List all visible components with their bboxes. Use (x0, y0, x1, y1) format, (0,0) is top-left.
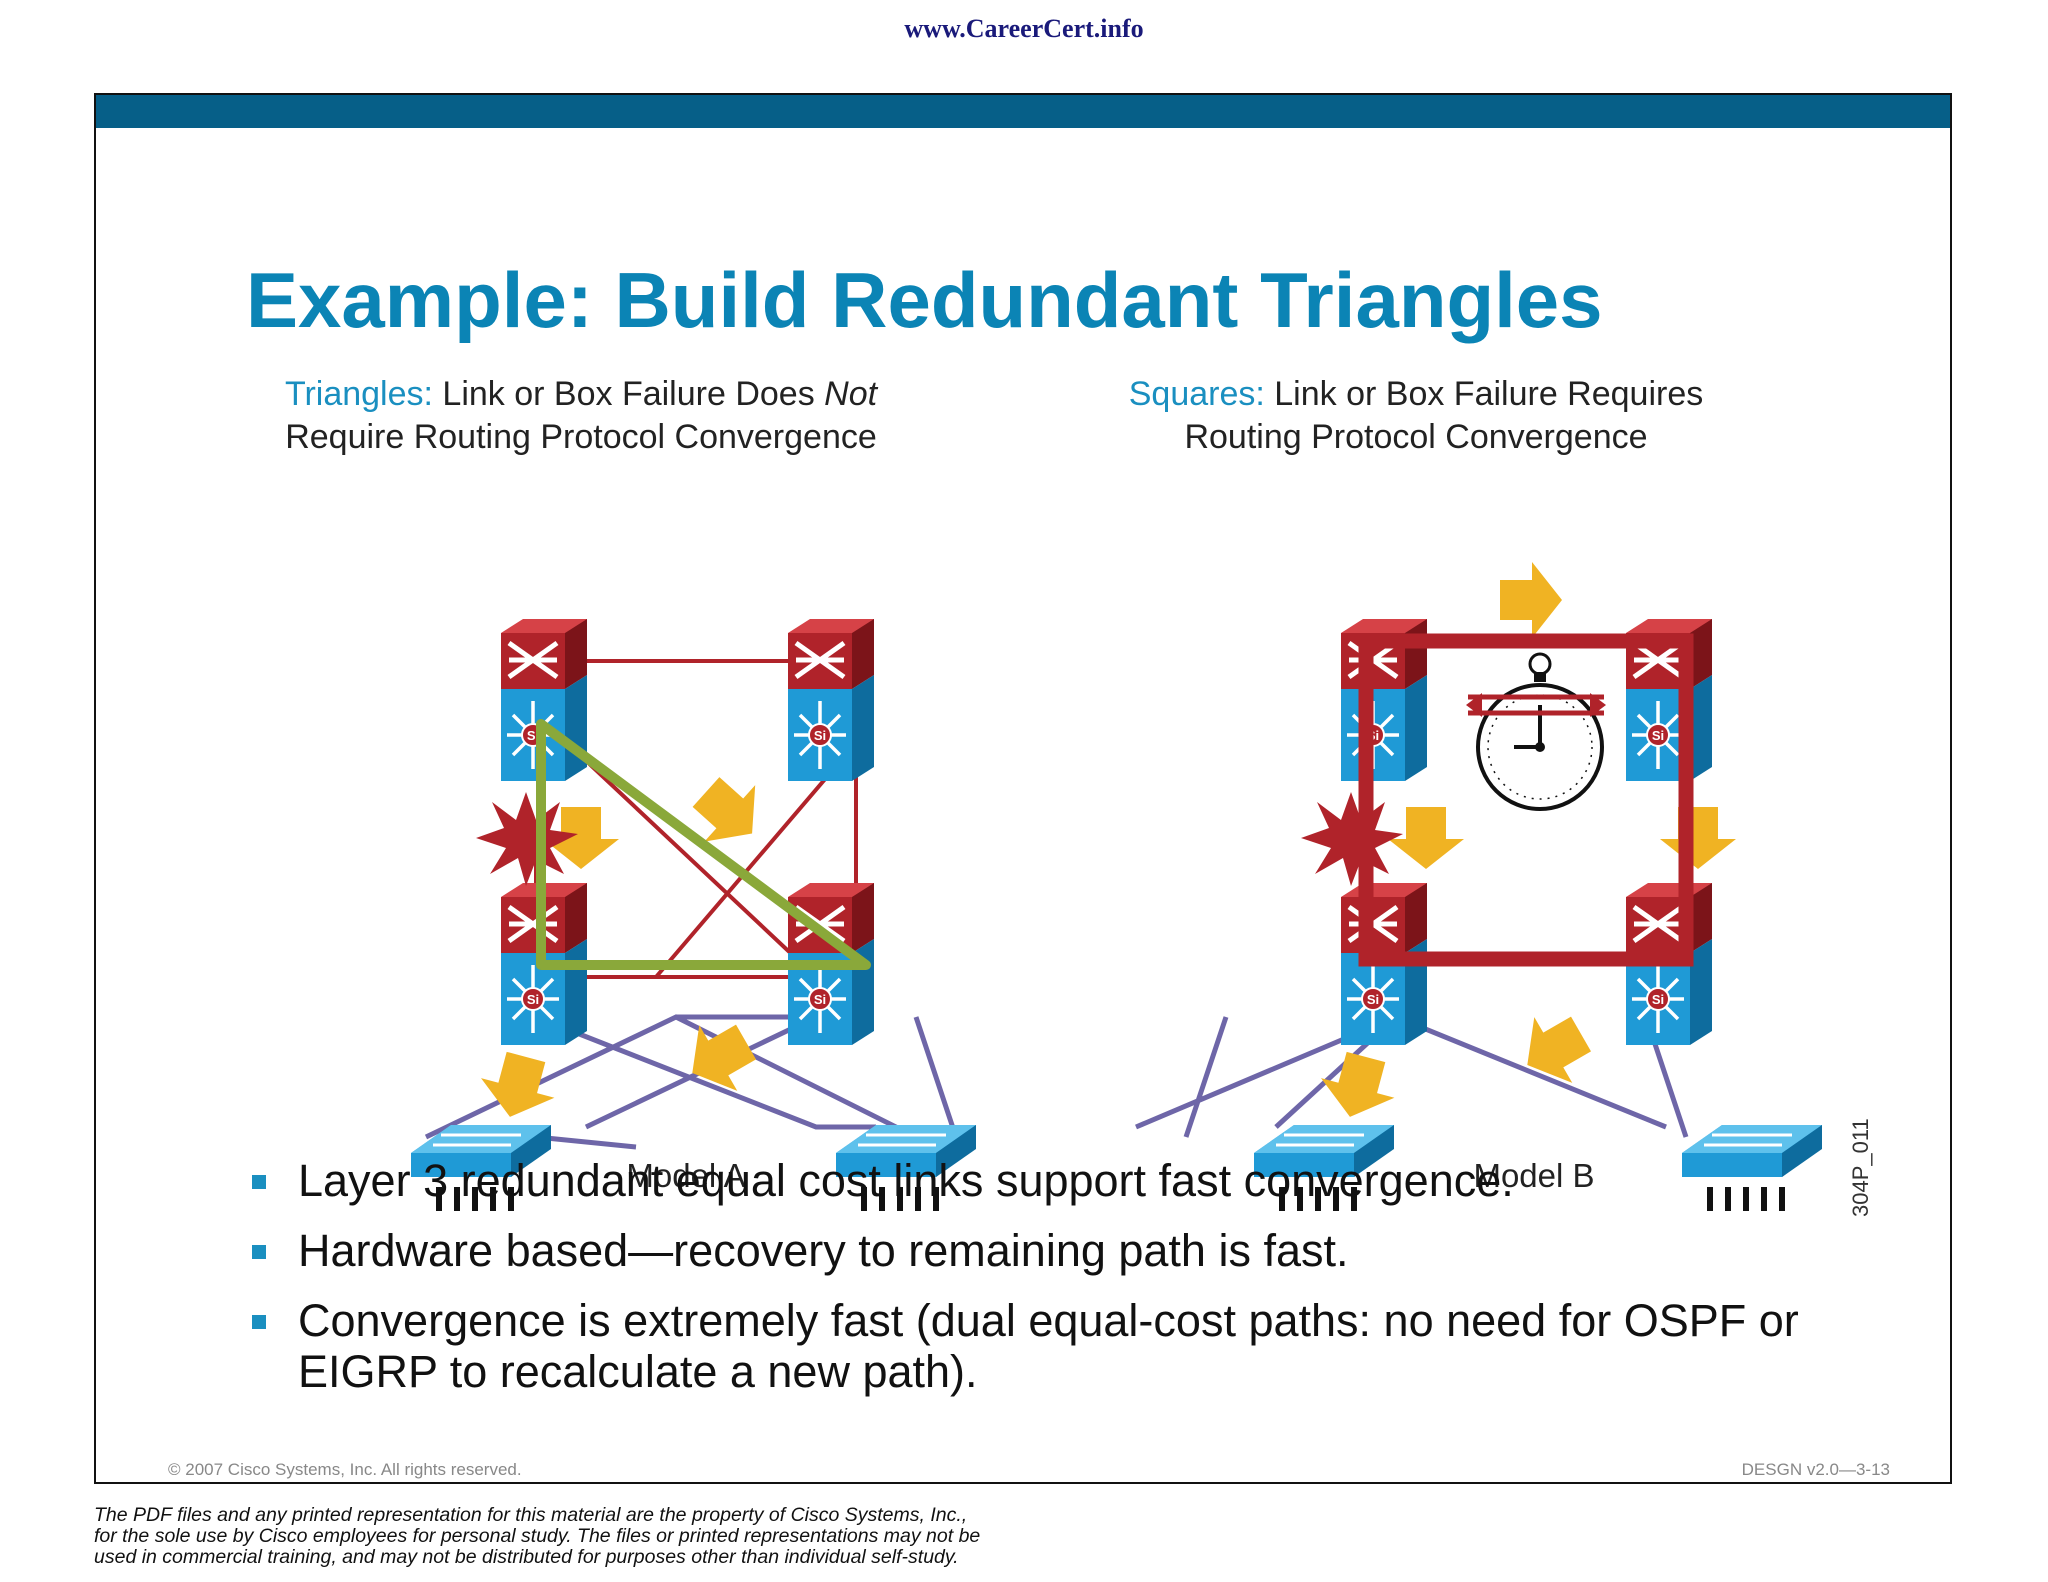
traffic-arrow-icon (1500, 562, 1562, 638)
site-url[interactable]: www.CareerCert.info (904, 14, 1144, 43)
bullet-item: Layer 3 redundant equal cost links suppo… (246, 1155, 1866, 1206)
bullet-list: Layer 3 redundant equal cost links suppo… (246, 1155, 1866, 1416)
traffic-arrow-icon (680, 763, 778, 862)
multilayer-switch-icon (788, 619, 874, 781)
model-b-diagram: Model B 304P_011 (1135, 562, 1873, 1217)
network-diagram: Si (256, 562, 1873, 1217)
model-a-emphasis: Not (824, 375, 878, 413)
model-a-text: Link or Box Failure Does (432, 375, 825, 413)
bullet-item: Hardware based—recovery to remaining pat… (246, 1225, 1866, 1276)
bullet-square-icon (252, 1315, 266, 1329)
traffic-arrow-icon (1313, 1047, 1403, 1127)
redundant-square (1358, 633, 1694, 967)
model-b-caption: Model B (1473, 1157, 1594, 1194)
bullet-square-icon (252, 1245, 266, 1259)
model-b-subtitle: Squares: Link or Box Failure Requires Ro… (1101, 373, 1731, 459)
traffic-arrow-icon (1388, 807, 1464, 869)
bullet-text: Layer 3 redundant equal cost links suppo… (298, 1155, 1514, 1206)
slide: Example: Build Redundant Triangles Trian… (94, 93, 1952, 1484)
stopwatch-icon (1466, 652, 1606, 811)
disclaimer-line: used in commercial training, and may not… (94, 1546, 959, 1568)
bullet-text: Convergence is extremely fast (dual equa… (298, 1295, 1799, 1397)
model-b-subtitle-line-1: Squares: Link or Box Failure Requires (1101, 373, 1731, 416)
model-a-caption: Model A (626, 1157, 745, 1194)
redundant-triangle (536, 719, 871, 970)
model-b-text: Link or Box Failure Requires (1264, 375, 1704, 413)
model-a-lead: Triangles: (284, 375, 433, 413)
course-code: DESGN v2.0—3-13 (1741, 1460, 1890, 1479)
model-a-subtitle-line-2: Require Routing Protocol Convergence (285, 418, 877, 456)
model-b-lead: Squares: (1128, 375, 1265, 413)
figure-id: 304P_011 (1848, 1118, 1873, 1217)
bullet-square-icon (252, 1175, 266, 1189)
bullet-text: Hardware based—recovery to remaining pat… (298, 1225, 1349, 1276)
model-a-subtitle: Triangles: Link or Box Failure Does Not … (266, 373, 896, 459)
slide-title: Example: Build Redundant Triangles (246, 256, 1603, 344)
slide-header-bar (96, 95, 1950, 128)
traffic-arrow-icon (473, 1047, 563, 1127)
model-b-subtitle-line-2: Routing Protocol Convergence (1184, 418, 1648, 456)
model-a-diagram: Model A (411, 619, 976, 1211)
disclaimer-line: The PDF files and any printed representa… (94, 1504, 968, 1526)
bullet-item: Convergence is extremely fast (dual equa… (246, 1295, 1866, 1397)
failure-burst-icon (1301, 792, 1403, 886)
copyright-notice: © 2007 Cisco Systems, Inc. All rights re… (168, 1460, 522, 1479)
traffic-arrow-icon (1660, 807, 1736, 869)
model-a-subtitle-line-1: Triangles: Link or Box Failure Does Not (266, 373, 896, 416)
disclaimer: The PDF files and any printed representa… (94, 1505, 1194, 1568)
disclaimer-line: for the sole use by Cisco employees for … (94, 1525, 981, 1547)
failure-burst-icon (476, 792, 578, 886)
